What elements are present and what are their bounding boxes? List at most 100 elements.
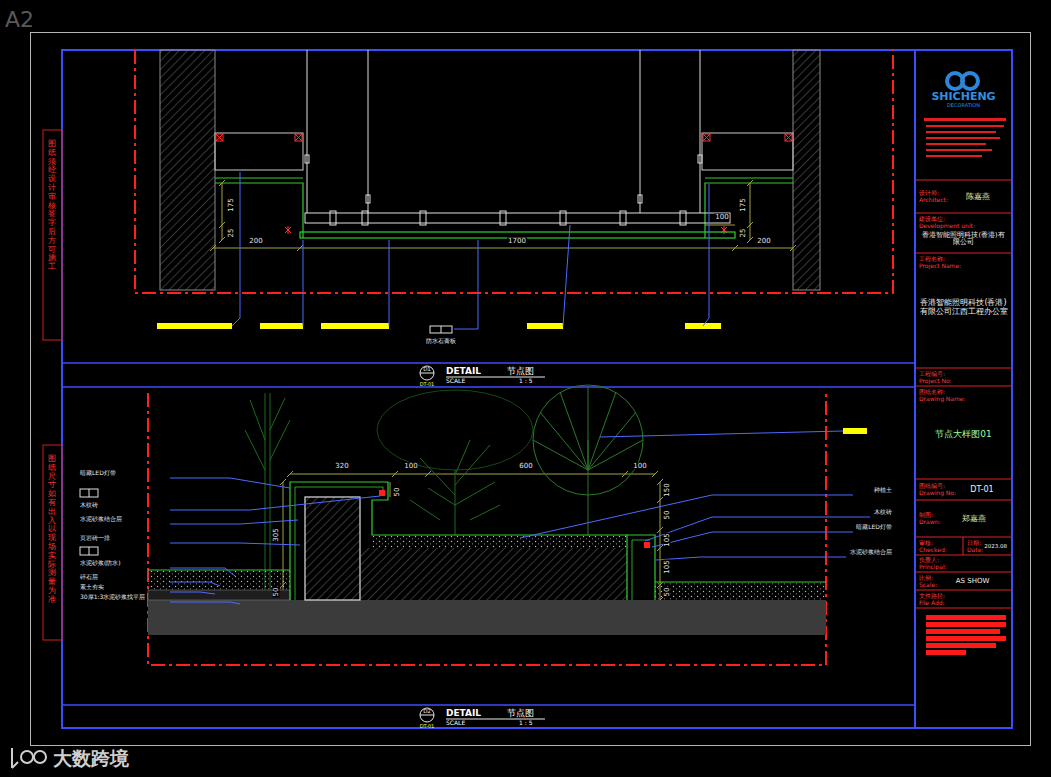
hanger-rod xyxy=(700,50,701,213)
watermark-logo xyxy=(21,751,33,763)
planter-section xyxy=(290,482,627,600)
watermark-logo xyxy=(12,748,46,768)
field-value: 节点大样图01 xyxy=(919,430,1008,440)
detail-title-band: D1DT-01DETAIL节点图SCALE1 : 5 xyxy=(415,364,585,386)
ceiling-frame xyxy=(420,211,426,225)
cross-marker xyxy=(703,134,710,141)
dimension-line xyxy=(210,245,796,251)
wall-section xyxy=(160,50,215,290)
cross-marker xyxy=(285,226,291,234)
company-address-block xyxy=(926,125,1004,127)
material-label: 木纹砖 xyxy=(873,509,893,515)
material-tag xyxy=(89,547,90,555)
planter-section xyxy=(379,490,385,496)
title-block-cell: 制图:Drawn:郑嘉燕 xyxy=(916,501,1011,537)
company-address-block xyxy=(926,131,996,133)
company-address-block xyxy=(926,155,982,157)
ceiling-board xyxy=(705,177,793,178)
ground-layers xyxy=(148,570,290,571)
label-placeholder-bar xyxy=(843,428,867,434)
field-label-group: 日期:Date: xyxy=(967,540,983,553)
title-block-grid xyxy=(915,479,1012,480)
cross-marker xyxy=(785,134,792,141)
watermark: 大数跨境 xyxy=(52,749,130,768)
dimension-text: 175 xyxy=(228,197,235,212)
title-block-cell: 设计师:Architect:陈嘉燕 xyxy=(916,181,1011,213)
title-block-cell: 图纸编号:Drawing No:DT-01 xyxy=(916,480,1011,500)
field-label-group: 工程编号:Project No: xyxy=(919,371,952,384)
field-label: 比例: xyxy=(919,575,937,582)
field-value: DT-01 xyxy=(956,486,1008,495)
field-label: 负责人: xyxy=(919,557,947,564)
planter-section xyxy=(305,497,360,600)
field-label: 工程名称: xyxy=(919,256,1008,263)
material-tag xyxy=(430,326,452,333)
leader-line xyxy=(652,532,853,547)
planter-section xyxy=(372,535,627,548)
material-label: 防水石膏板 xyxy=(425,338,457,344)
title-block-cell: 负责人:Principal: xyxy=(916,556,1011,572)
dimension-text: 25 xyxy=(228,228,235,239)
title-block-cell: 比例:Scale:AS SHOW xyxy=(916,573,1011,590)
sheet-note: 图纸须经设计审核签字后方可施工 xyxy=(48,140,56,272)
sheet-frame xyxy=(62,362,915,364)
sheet-number: DT-01 xyxy=(420,723,435,728)
leader-line xyxy=(170,568,235,576)
title-block-grid xyxy=(915,213,1012,214)
ceiling-board xyxy=(215,183,303,238)
leader-line xyxy=(170,496,380,510)
dimension-text: 100 xyxy=(632,463,647,470)
label-placeholder-bar xyxy=(527,323,563,329)
field-value: 陈嘉燕 xyxy=(948,193,1008,202)
field-label: Development unit: xyxy=(919,223,1008,230)
material-tag xyxy=(89,489,90,497)
ceiling-frame xyxy=(620,211,626,225)
field-value: 香港智能照明科技(香港)有限公司 xyxy=(919,232,1008,246)
tree-elevation xyxy=(533,386,643,535)
planter-section xyxy=(360,548,627,600)
scale-label: SCALE xyxy=(446,720,465,726)
dimension-line xyxy=(287,471,658,477)
sheet-note: 图纸尺寸如有出入以现场实际测量为准 xyxy=(48,455,56,605)
watermark-logo xyxy=(12,748,18,768)
company-address-block xyxy=(926,149,992,151)
tree-elevation xyxy=(377,390,533,470)
field-label: 建设单位: xyxy=(919,216,1008,223)
field-label: Scale: xyxy=(919,582,937,589)
material-label: 素土夯实 xyxy=(79,584,105,590)
material-label: 页岩砖一排 xyxy=(79,535,111,541)
title-block-grid xyxy=(915,386,1012,387)
title-block-grid xyxy=(915,180,1012,608)
dimension-text: 50 xyxy=(664,587,671,598)
field-label: 工程编号: xyxy=(919,371,952,378)
sheet-frame xyxy=(914,50,916,728)
company-address-block xyxy=(924,118,1006,121)
company-address-block xyxy=(926,137,1000,139)
detail-number: D1 xyxy=(423,367,431,373)
tree-elevation xyxy=(410,440,500,535)
company-name: SHICHENG xyxy=(916,91,1011,103)
title-block-cell: 审核:Checked: xyxy=(916,538,963,555)
hanger-rod xyxy=(305,155,309,163)
sheet-frame xyxy=(43,130,62,340)
hanger-rod xyxy=(638,195,642,203)
dimension-text: 200 xyxy=(248,238,263,245)
redacted-block xyxy=(926,636,1006,641)
hanger-rod xyxy=(307,50,308,213)
field-label-group: 制图:Drawn: xyxy=(919,512,941,525)
ground-layers xyxy=(148,600,826,635)
material-tag xyxy=(80,326,452,555)
field-label: Drawing No: xyxy=(919,490,956,497)
cross-marker xyxy=(295,134,302,141)
wall-section xyxy=(160,50,820,290)
detail-heading: DETAIL xyxy=(446,367,481,376)
dimension-text: 105 xyxy=(664,532,671,547)
ground-layers xyxy=(148,590,290,600)
field-label: 图纸编号: xyxy=(919,483,956,490)
detail-symbol xyxy=(420,373,434,374)
ground-layers xyxy=(655,582,826,583)
detail-heading: 节点图 xyxy=(507,367,534,376)
dimension-text: 25 xyxy=(740,228,747,239)
dimension-text: 150 xyxy=(664,482,671,497)
